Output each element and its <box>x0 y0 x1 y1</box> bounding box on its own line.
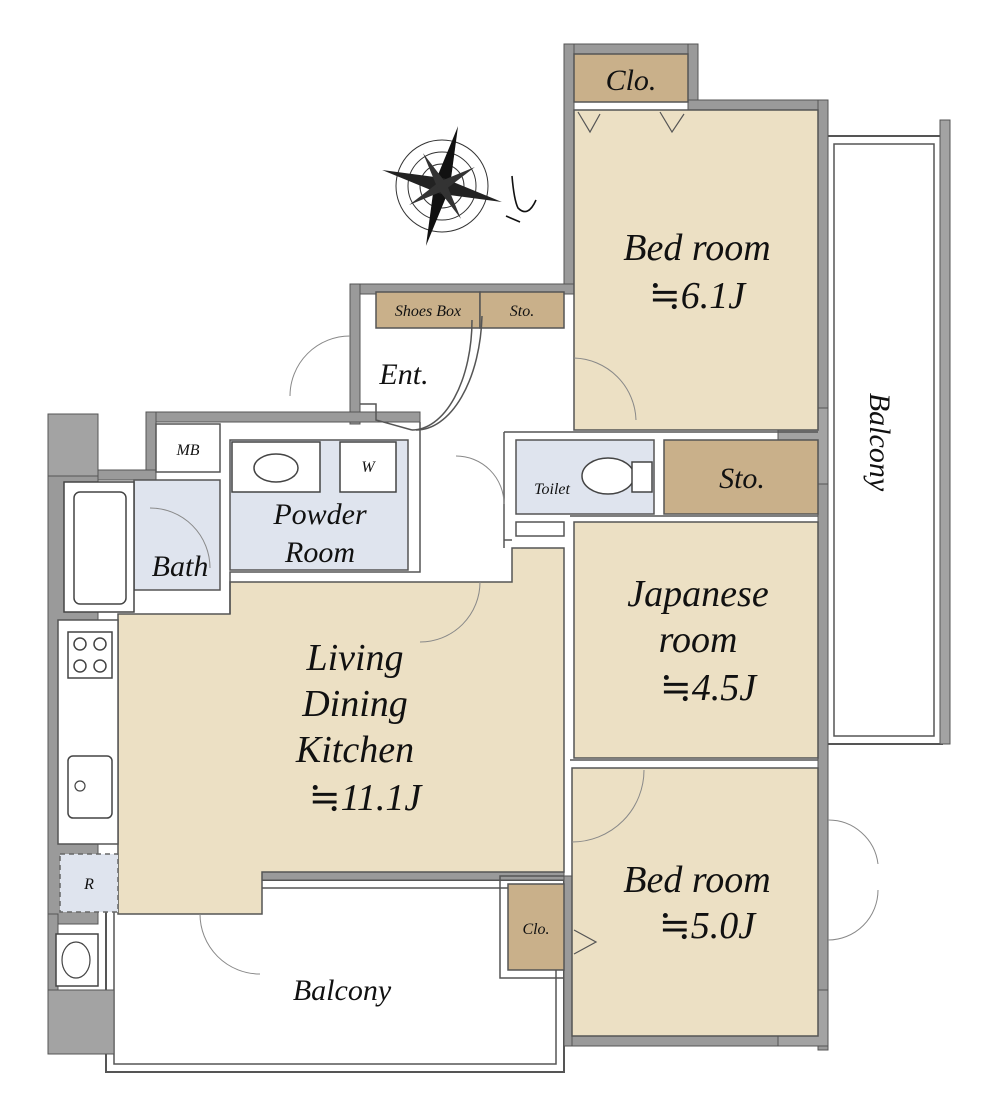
bedroom-top-size: ≒6.1J <box>649 275 747 317</box>
fridge-label: R <box>83 876 94 893</box>
balcony-right <box>825 119 951 745</box>
sto-entry-label: Sto. <box>510 303 534 320</box>
entrance-door-swing <box>411 319 473 431</box>
mb-box <box>155 423 221 473</box>
bath-label: Bath <box>152 550 209 583</box>
washer-space <box>339 441 397 493</box>
door-swings <box>149 335 879 975</box>
balcony-right-label: Balcony <box>863 393 896 492</box>
bedroom-top-name: Bed room <box>623 227 770 269</box>
powder-room-line1: Powder <box>272 498 367 531</box>
bedroom-bottom-size: ≒5.0J <box>659 905 757 947</box>
entrance-door-swing-2 <box>415 315 483 431</box>
entrance-corner <box>360 403 413 431</box>
balcony-bottom <box>105 879 565 1073</box>
compass-rose-icon <box>382 126 502 246</box>
shoes-box-label: Shoes Box <box>395 303 461 320</box>
ldk-line2: Dining <box>301 683 408 725</box>
sto-entry <box>479 291 565 329</box>
mb-label: MB <box>175 442 199 459</box>
ldk-line1: Living <box>305 637 403 679</box>
ldk-size: ≒11.1J <box>309 777 424 819</box>
bath-floor <box>133 479 221 591</box>
north-arrow-icon <box>505 175 537 223</box>
balcony-basin-icon <box>55 933 99 987</box>
clo-bottom-floor <box>507 883 565 971</box>
closet-door-markers <box>573 111 685 955</box>
kitchen-sink-icon <box>67 755 113 819</box>
shoes-box <box>375 291 481 329</box>
bedroom-top-floor <box>573 109 819 431</box>
sto-side-floor <box>663 439 819 515</box>
bedroom-bottom-name: Bed room <box>623 859 770 901</box>
washbasin-icon <box>231 441 321 493</box>
entrance-label: Ent. <box>378 358 428 391</box>
balcony-bottom-label: Balcony <box>293 974 392 1007</box>
japanese-room-line2: room <box>659 619 738 661</box>
fridge-space <box>59 853 119 913</box>
sto-side-label: Sto. <box>719 462 765 495</box>
clo-top-label: Clo. <box>606 64 657 97</box>
japanese-room-line1: Japanese <box>627 573 769 615</box>
clo-bottom-label: Clo. <box>522 921 549 938</box>
bathtub-icon <box>63 481 135 613</box>
clo-top-floor <box>573 53 689 103</box>
toilet-shelf <box>515 521 565 537</box>
toilet-icon <box>581 457 653 495</box>
toilet-label: Toilet <box>534 481 570 498</box>
powder-room-line2: Room <box>284 536 355 569</box>
inner-walls <box>229 422 818 979</box>
stove-icon <box>67 631 113 679</box>
washer-label: W <box>361 459 376 476</box>
japanese-room-floor <box>573 521 819 759</box>
japanese-room-size: ≒4.5J <box>660 667 758 709</box>
ldk-line3: Kitchen <box>295 729 414 771</box>
bedroom-bottom-floor <box>571 767 819 1037</box>
